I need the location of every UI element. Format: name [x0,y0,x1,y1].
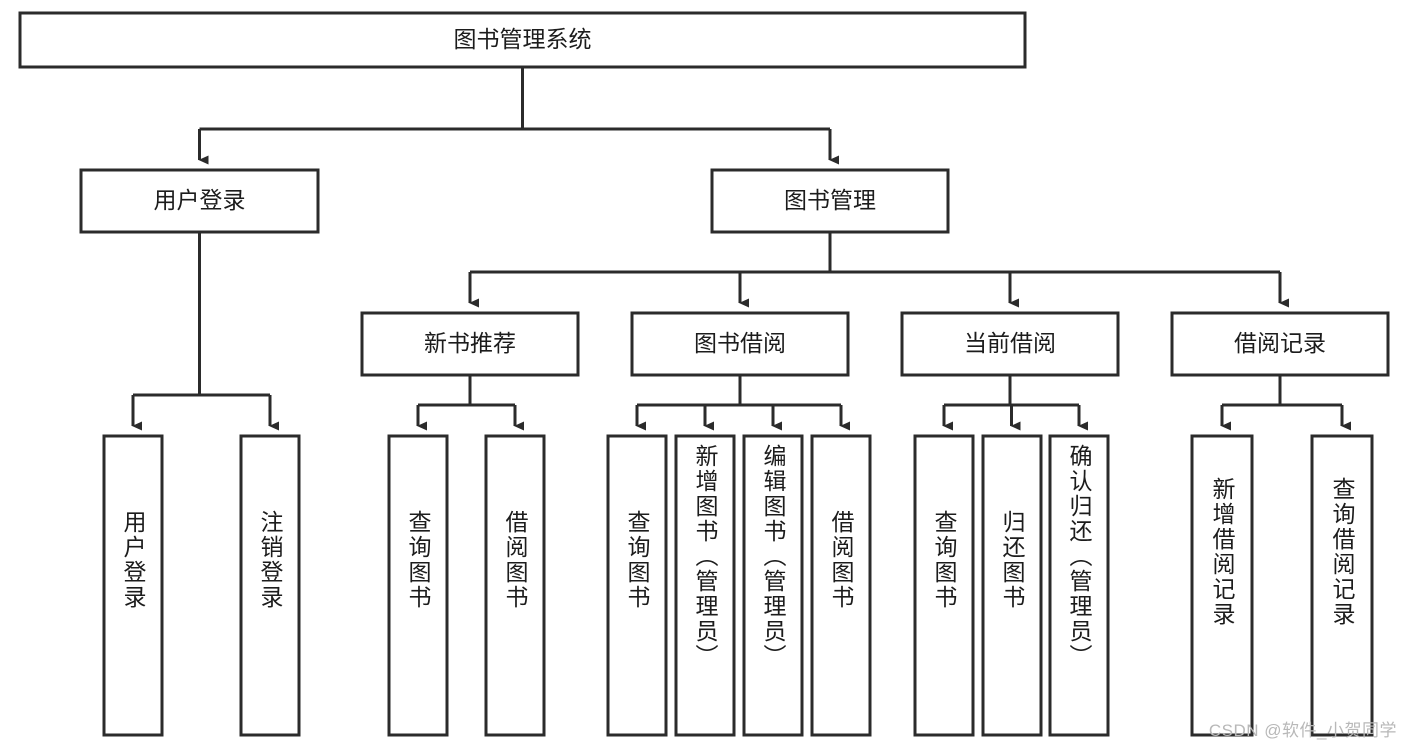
node-user-login-label: 用户登录 [154,187,246,213]
node-book-borrow[interactable]: 图书借阅 [630,311,850,377]
leaf-box-logout[interactable] [239,434,301,737]
node-new-book-recommend-label: 新书推荐 [424,330,516,356]
leaf-box-add-borrow-record[interactable] [1190,434,1254,737]
node-user-login-box[interactable] [79,168,320,234]
leaf-box-edit-book-admin[interactable] [742,434,804,737]
edges-group [131,67,1351,431]
leaf-box-add-book-admin[interactable] [674,434,736,737]
csdn-watermark: CSDN @软件_小贺同学 [1208,721,1397,740]
node-book-borrow-label: 图书借阅 [694,330,786,356]
node-current-borrow-label: 当前借阅 [964,330,1056,356]
leaf-box-borrow-book-2[interactable] [810,434,872,737]
node-borrow-record[interactable]: 借阅记录 [1170,311,1390,377]
leaf-box-user-login[interactable] [102,434,164,737]
node-new-book-recommend[interactable]: 新书推荐 [360,311,580,377]
leaf-box-borrow-book-1[interactable] [484,434,546,737]
node-current-borrow-box[interactable] [900,311,1120,377]
leaf-box-query-book-3[interactable] [913,434,975,737]
leaf-box-query-book-2[interactable] [606,434,668,737]
node-root-box[interactable] [18,11,1027,69]
node-root[interactable]: 图书管理系统 [18,11,1027,69]
leaf-box-return-book[interactable] [981,434,1043,737]
leaf-box-query-borrow-record[interactable] [1310,434,1374,737]
leaf-box-query-book-1[interactable] [387,434,449,737]
node-new-book-recommend-box[interactable] [360,311,580,377]
node-book-borrow-box[interactable] [630,311,850,377]
leaf-box-confirm-return-admin[interactable] [1048,434,1110,737]
node-borrow-record-label: 借阅记录 [1234,330,1326,356]
node-user-login[interactable]: 用户登录 [79,168,320,234]
leaf-boxes-group [102,434,1374,737]
node-book-manage-label: 图书管理 [784,187,876,213]
node-book-manage[interactable]: 图书管理 [710,168,950,234]
node-book-manage-box[interactable] [710,168,950,234]
node-root-label: 图书管理系统 [454,26,592,52]
node-current-borrow[interactable]: 当前借阅 [900,311,1120,377]
node-borrow-record-box[interactable] [1170,311,1390,377]
